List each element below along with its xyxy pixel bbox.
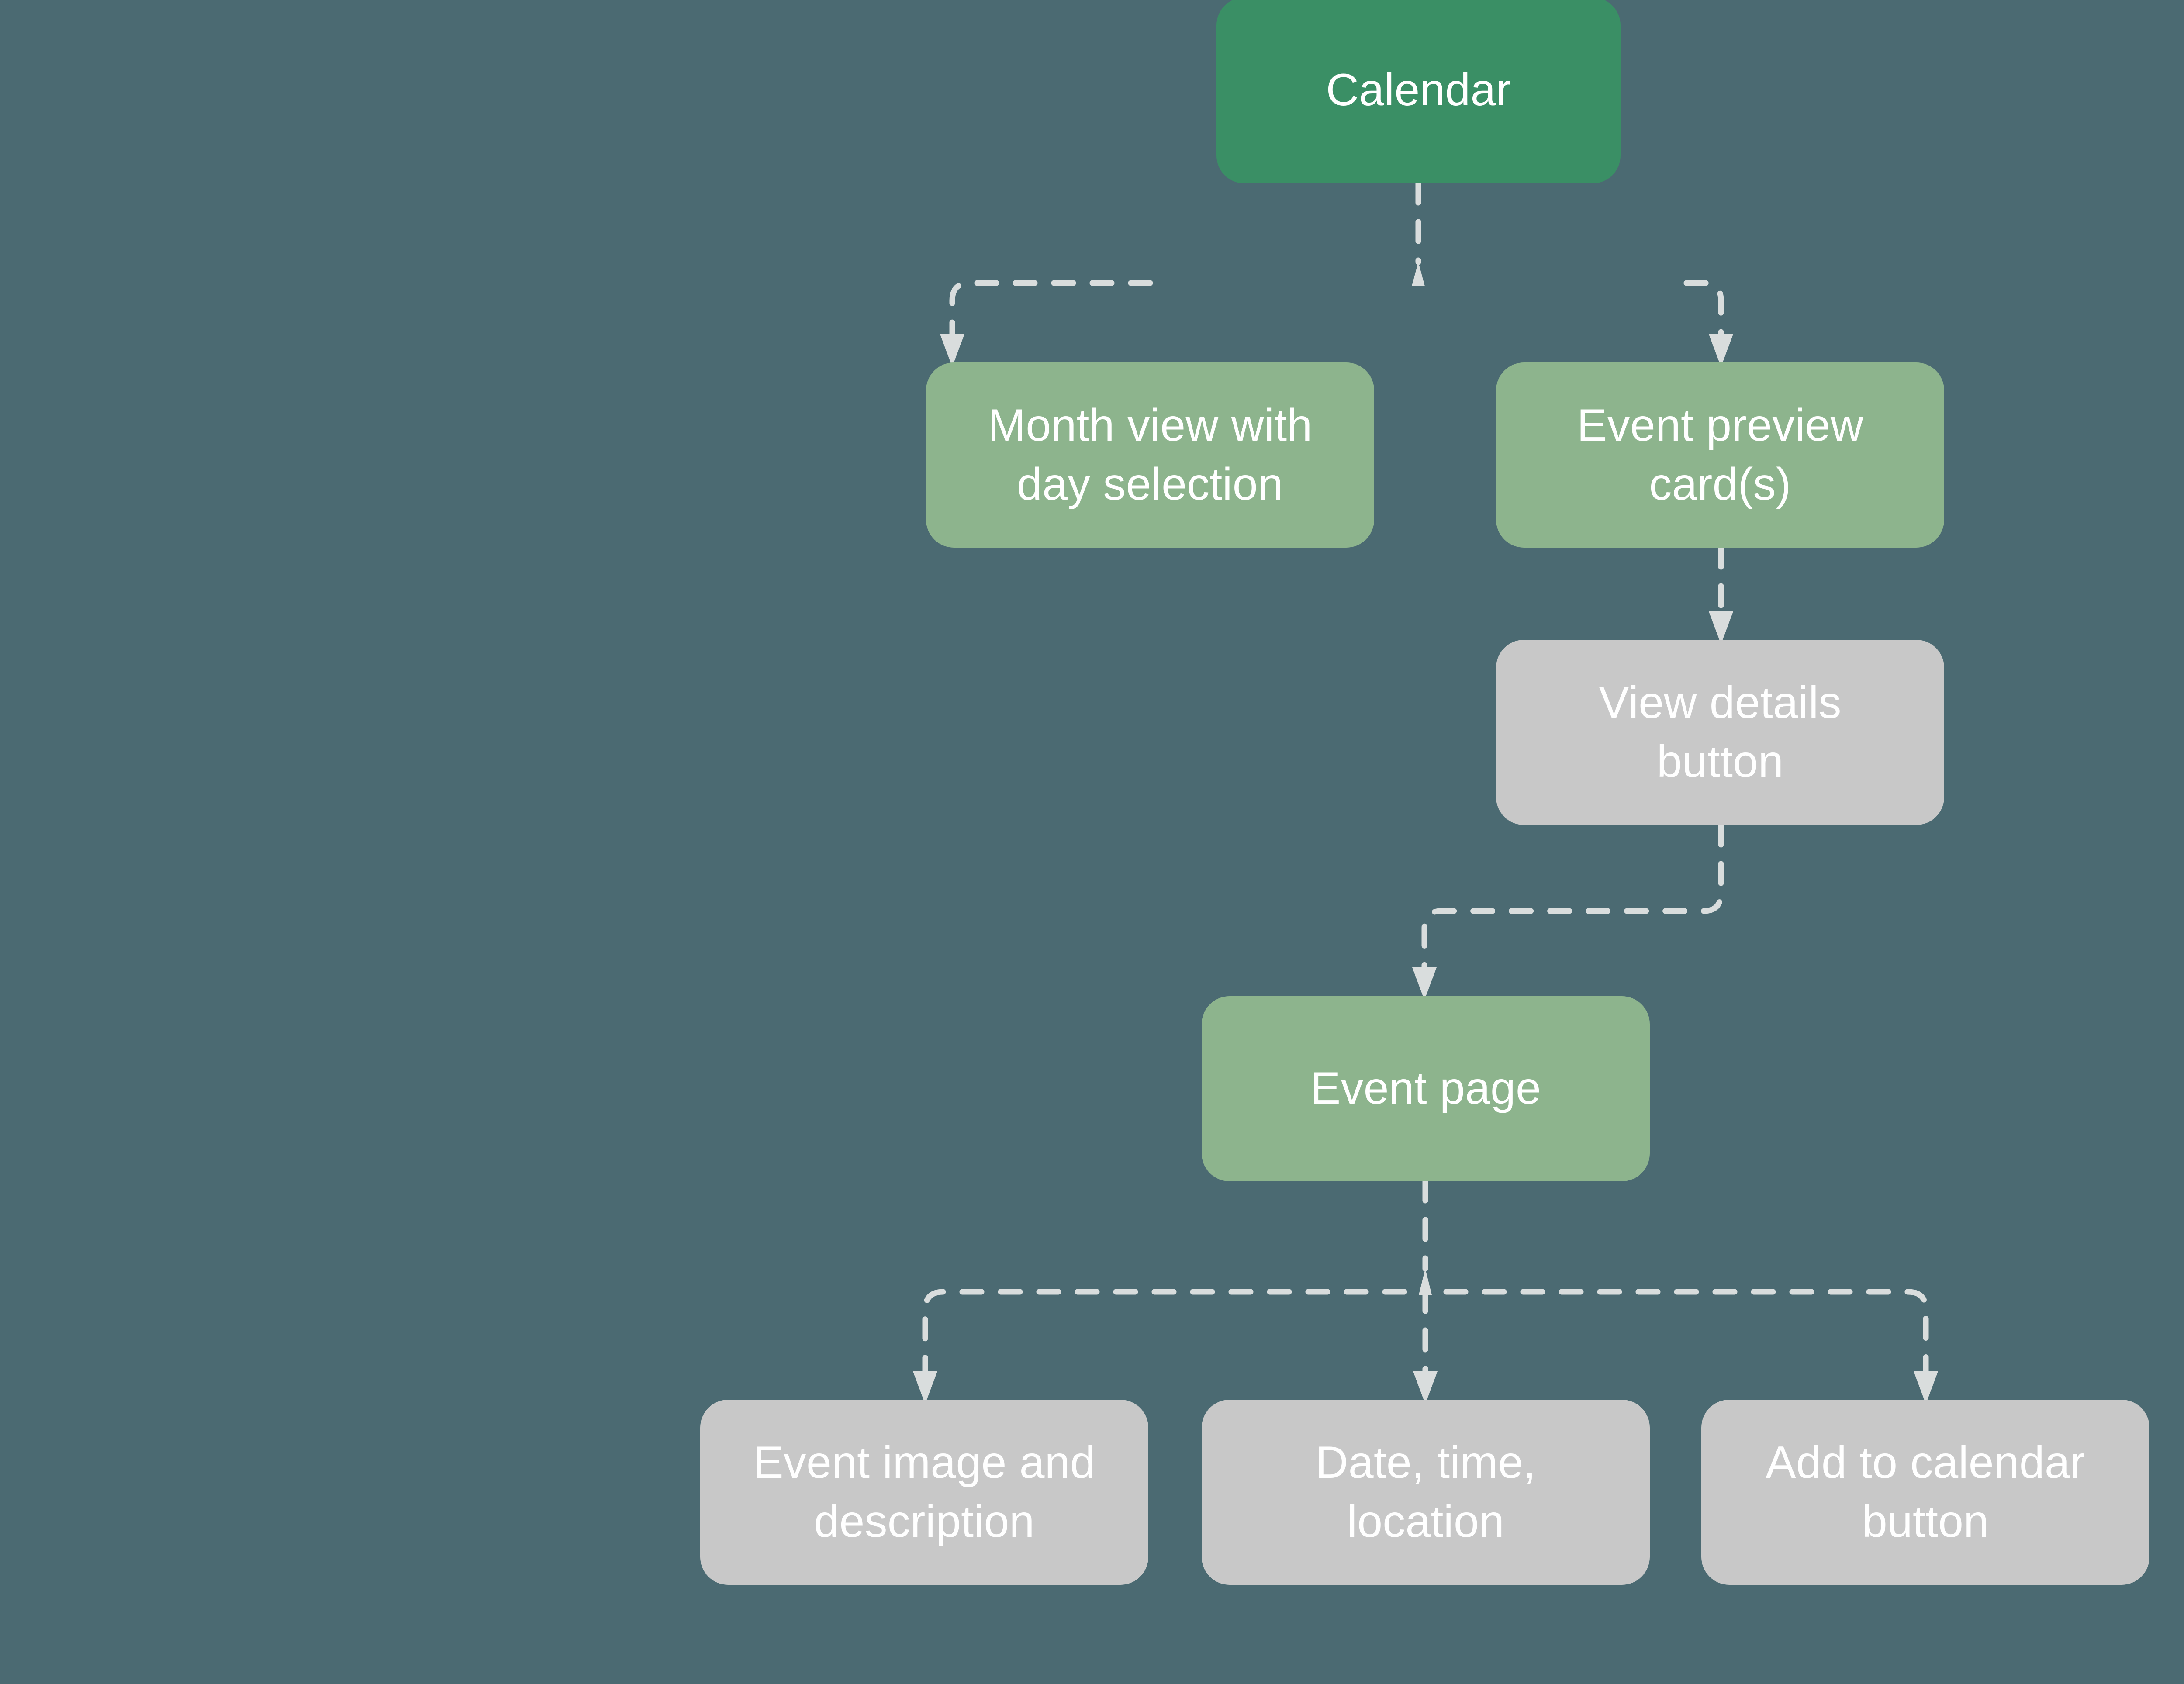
node-calendar[interactable]: Calendar (1216, 0, 1621, 183)
node-event-image-description-label: Event image and description (753, 1437, 1095, 1547)
node-event-preview[interactable]: Event preview card(s) (1496, 362, 1944, 548)
node-event-page[interactable]: Event page (1202, 996, 1650, 1181)
node-calendar-label: Calendar (1326, 65, 1511, 116)
node-date-time-location[interactable]: Date, time, location (1202, 1400, 1650, 1585)
arrowhead-event-image (913, 1371, 937, 1404)
node-event-image-description[interactable]: Event image and description (700, 1400, 1148, 1585)
edge-event-page-to-add-calendar (1443, 1289, 1929, 1374)
arrowhead-event-page (1412, 967, 1437, 1000)
arrowtick-event-page-bar (1419, 1269, 1432, 1295)
arrowhead-event-preview (1709, 334, 1733, 367)
node-view-details-button[interactable]: View details button (1496, 640, 1944, 825)
node-event-preview-label: Event preview card(s) (1577, 400, 1863, 510)
arrowhead-date-time (1413, 1371, 1438, 1404)
node-view-details-button-label: View details button (1599, 677, 1842, 787)
arrowhead-view-details (1709, 611, 1733, 644)
edge-calendar-to-month-view (949, 280, 1153, 337)
node-month-view[interactable]: Month view with day selection (926, 362, 1374, 548)
arrowhead-add-calendar (1914, 1371, 1938, 1404)
arrowtick-calendar-bar (1412, 262, 1425, 286)
node-month-view-label: Month view with day selection (988, 400, 1313, 510)
node-add-to-calendar-button-label: Add to calendar button (1766, 1437, 2085, 1547)
arrowhead-month-view (940, 334, 964, 367)
edge-calendar-to-event-preview (1683, 280, 1724, 337)
node-date-time-location-label: Date, time, location (1315, 1437, 1536, 1547)
edge-view-details-to-event-page (1421, 822, 1724, 970)
edge-event-page-to-event-image (922, 1289, 1407, 1374)
node-event-page-label: Event page (1310, 1063, 1541, 1114)
node-add-to-calendar-button[interactable]: Add to calendar button (1701, 1400, 2149, 1585)
